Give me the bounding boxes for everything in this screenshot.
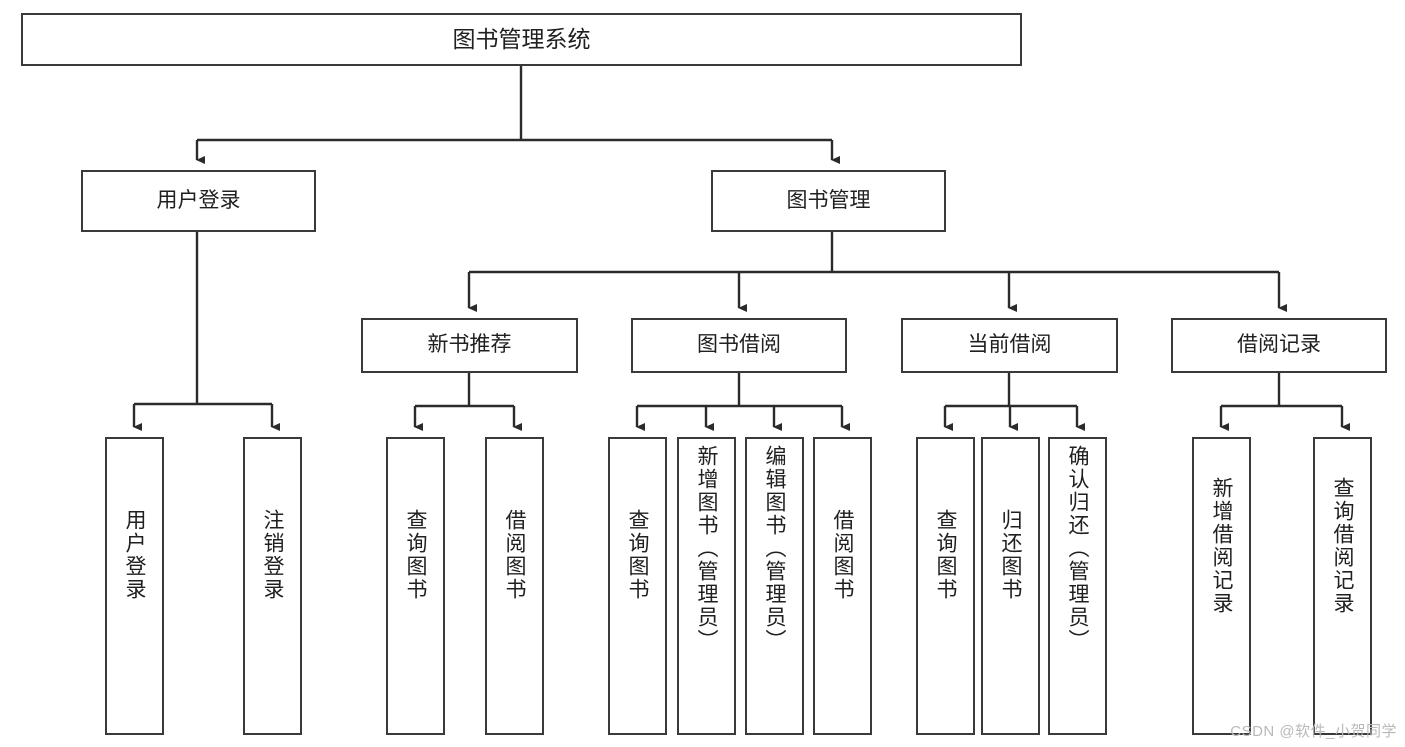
- node-book-manage-label: 图书管理: [786, 188, 871, 212]
- node-new-book-recommend[interactable]: 新书推荐: [361, 318, 578, 373]
- node-leaf-query-book-borrow-label: 查询图书: [626, 509, 649, 601]
- node-borrow-record-label: 借阅记录: [1237, 333, 1321, 357]
- node-leaf-return-book[interactable]: 归还图书: [981, 437, 1040, 735]
- node-leaf-query-book-current[interactable]: 查询图书: [916, 437, 975, 735]
- node-leaf-query-borrow-record-label: 查询借阅记录: [1331, 477, 1354, 615]
- node-borrow-record[interactable]: 借阅记录: [1171, 318, 1387, 373]
- node-user-login-label: 用户登录: [156, 188, 241, 212]
- node-leaf-user-login[interactable]: 用户登录: [105, 437, 164, 735]
- node-leaf-logout[interactable]: 注销登录: [243, 437, 302, 735]
- node-book-manage[interactable]: 图书管理: [711, 170, 946, 232]
- node-leaf-borrow-book-recommend-label: 借阅图书: [503, 509, 526, 601]
- node-root[interactable]: 图书管理系统: [21, 13, 1022, 66]
- node-leaf-return-book-label: 归还图书: [999, 509, 1022, 601]
- node-leaf-confirm-return-label: 确认归还（管理员）: [1066, 445, 1089, 652]
- node-leaf-confirm-return[interactable]: 确认归还（管理员）: [1048, 437, 1107, 735]
- node-leaf-user-login-label: 用户登录: [123, 509, 146, 601]
- node-root-label: 图书管理系统: [452, 26, 591, 53]
- node-current-borrow-label: 当前借阅: [967, 333, 1052, 357]
- node-leaf-query-book-recommend[interactable]: 查询图书: [386, 437, 445, 735]
- node-book-borrow[interactable]: 图书借阅: [631, 318, 847, 373]
- node-new-book-recommend-label: 新书推荐: [427, 333, 512, 357]
- node-user-login[interactable]: 用户登录: [81, 170, 316, 232]
- node-leaf-add-borrow-record-label: 新增借阅记录: [1210, 477, 1233, 615]
- node-leaf-borrow-book[interactable]: 借阅图书: [813, 437, 872, 735]
- node-leaf-add-borrow-record[interactable]: 新增借阅记录: [1192, 437, 1251, 735]
- node-book-borrow-label: 图书借阅: [697, 333, 781, 357]
- node-leaf-query-book-recommend-label: 查询图书: [404, 509, 427, 601]
- node-leaf-query-borrow-record[interactable]: 查询借阅记录: [1313, 437, 1372, 735]
- node-leaf-add-book[interactable]: 新增图书（管理员）: [677, 437, 736, 735]
- node-leaf-borrow-book-label: 借阅图书: [831, 509, 854, 601]
- node-leaf-edit-book-label: 编辑图书（管理员）: [763, 445, 786, 652]
- node-leaf-borrow-book-recommend[interactable]: 借阅图书: [485, 437, 544, 735]
- node-leaf-add-book-label: 新增图书（管理员）: [695, 445, 718, 652]
- node-leaf-logout-label: 注销登录: [261, 509, 284, 601]
- node-leaf-query-book-borrow[interactable]: 查询图书: [608, 437, 667, 735]
- node-leaf-query-book-current-label: 查询图书: [934, 509, 957, 601]
- node-leaf-edit-book[interactable]: 编辑图书（管理员）: [745, 437, 804, 735]
- csdn-watermark: CSDN @软件_小贺同学: [1230, 723, 1397, 740]
- node-current-borrow[interactable]: 当前借阅: [901, 318, 1118, 373]
